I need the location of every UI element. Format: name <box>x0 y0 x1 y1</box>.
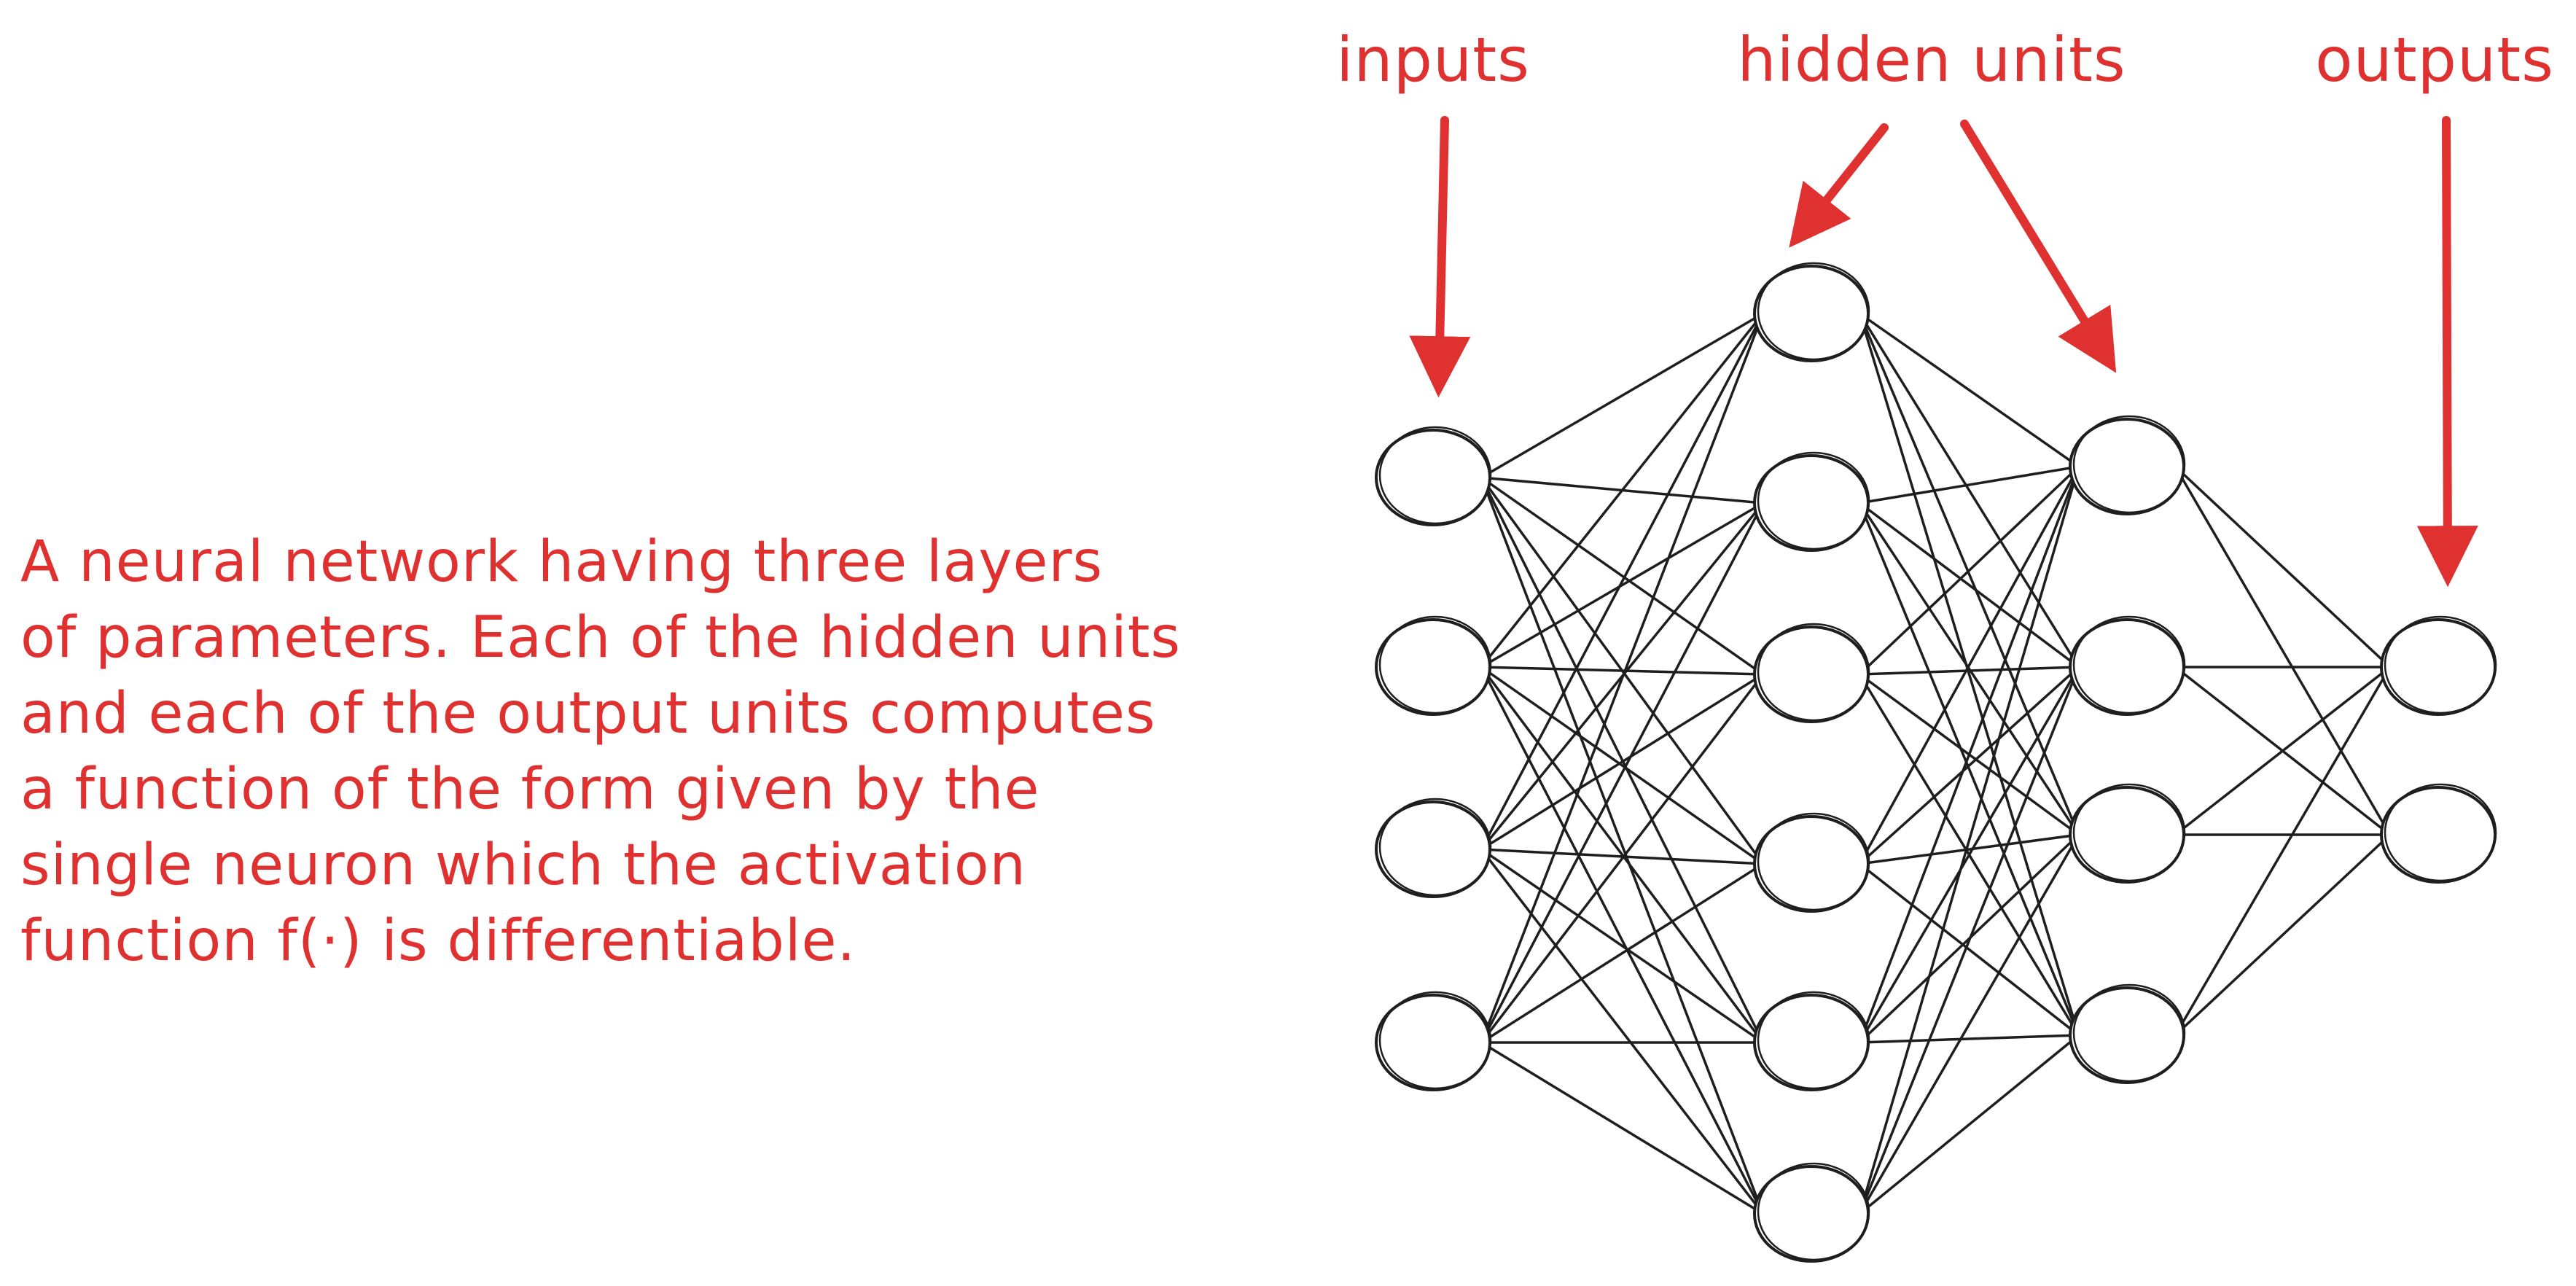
label-hidden-units: hidden units <box>1737 24 2126 96</box>
hidden-neuron-1-6 <box>1753 1162 1870 1263</box>
hidden-neuron-2-2 <box>2069 615 2186 716</box>
edge-l1-n0-to-n2 <box>1858 313 2080 835</box>
description-line-2: of parameters. Each of the hidden units <box>20 605 1182 671</box>
edge-l0-n2-to-n4 <box>1480 848 1764 1044</box>
edge-l0-n3-to-n5 <box>1480 1041 1764 1215</box>
edge-l0-n0-to-n2 <box>1480 476 1764 676</box>
edge-l2-n3-to-n0 <box>2174 666 2392 1036</box>
hidden-neuron-1-4 <box>1753 812 1870 913</box>
input-neuron-0-2 <box>1375 615 1492 716</box>
edge-l1-n4-to-n0 <box>1858 466 2080 1043</box>
edge-l1-n1-to-n2 <box>1858 502 2080 835</box>
edge-l1-n0-to-n0 <box>1859 312 2080 468</box>
edge-l1-n3-to-n2 <box>1859 833 2079 865</box>
edge-l1-n4-to-n3 <box>1859 1034 2079 1044</box>
edge-l1-n4-to-n1 <box>1858 666 2080 1043</box>
edge-l0-n2-to-n0 <box>1480 313 1765 850</box>
input-neuron-0-1 <box>1375 426 1492 526</box>
edge-l2-n0-to-n0 <box>2174 465 2391 669</box>
edge-l0-n1-to-n5 <box>1480 666 1765 1215</box>
hidden-neuron-2-3 <box>2069 783 2186 884</box>
edge-l0-n0-to-n5 <box>1480 477 1765 1215</box>
output-neuron-3-1 <box>2380 615 2497 716</box>
edge-l1-n2-to-n1 <box>1859 666 2079 676</box>
edge-l1-n3-to-n1 <box>1859 666 2080 865</box>
edge-l1-n2-to-n0 <box>1859 465 2080 676</box>
edge-l1-n1-to-n3 <box>1858 502 2080 1036</box>
hidden-neuron-1-2 <box>1753 451 1870 552</box>
edge-l1-n5-to-n1 <box>1858 666 2080 1215</box>
hidden-neuron-1-3 <box>1753 623 1870 723</box>
description-line-4: a function of the form given by the <box>20 757 1040 822</box>
label-outputs: outputs <box>2315 24 2554 96</box>
hidden-neuron-1-1 <box>1753 262 1870 362</box>
edge-l1-n0-to-n3 <box>1858 313 2080 1036</box>
edge-l1-n5-to-n0 <box>1858 466 2080 1215</box>
hidden-units-arrow-right <box>1960 120 2117 373</box>
edge-l0-n1-to-n3 <box>1480 666 1764 865</box>
neuron-nodes <box>1375 262 2497 1263</box>
edge-l1-n3-to-n0 <box>1858 466 2080 865</box>
edge-l1-n1-to-n1 <box>1859 502 2080 669</box>
hidden-neuron-2-4 <box>2069 983 2186 1084</box>
edge-l1-n0-to-n1 <box>1858 313 2080 668</box>
output-neuron-3-2 <box>2380 783 2497 884</box>
edge-l1-n3-to-n3 <box>1859 862 2080 1037</box>
hidden-units-arrow-left <box>1789 123 1889 248</box>
edge-l0-n3-to-n0 <box>1480 313 1765 1043</box>
edge-l0-n2-to-n5 <box>1480 848 1765 1215</box>
label-inputs: inputs <box>1336 24 1530 96</box>
edge-l2-n0-to-n1 <box>2174 466 2392 835</box>
input-neuron-0-3 <box>1375 798 1492 898</box>
edge-l2-n3-to-n1 <box>2174 833 2391 1037</box>
description-line-5: single neuron which the activation <box>20 833 1026 898</box>
connection-edges <box>1480 312 2392 1215</box>
description-line-3: and each of the output units computes <box>20 681 1156 747</box>
edge-l0-n0-to-n0 <box>1480 312 1764 479</box>
edge-l0-n3-to-n3 <box>1480 862 1764 1044</box>
edge-l1-n5-to-n3 <box>1859 1034 2080 1215</box>
edge-l0-n1-to-n1 <box>1480 502 1764 669</box>
hidden-neuron-1-5 <box>1753 991 1870 1091</box>
edge-l2-n2-to-n0 <box>2174 666 2391 836</box>
outputs-arrow <box>2416 116 2478 588</box>
edge-l1-n1-to-n0 <box>1859 465 2079 504</box>
edge-l0-n0-to-n4 <box>1480 477 1765 1043</box>
edge-l0-n1-to-n2 <box>1481 666 1763 676</box>
edge-l0-n1-to-n4 <box>1480 666 1765 1044</box>
edge-l0-n1-to-n0 <box>1480 312 1765 669</box>
annotation-arrows <box>1409 116 2478 588</box>
inputs-arrow <box>1409 116 1471 398</box>
edge-l0-n3-to-n2 <box>1480 673 1765 1044</box>
edge-l1-n5-to-n2 <box>1858 834 2080 1215</box>
edge-l0-n3-to-n1 <box>1480 502 1765 1043</box>
edge-l0-n2-to-n2 <box>1480 673 1764 851</box>
description-line-1: A neural network having three layers <box>20 529 1104 595</box>
input-neuron-0-4 <box>1375 991 1492 1091</box>
description-line-6: function f(·) is differentiable. <box>20 908 856 974</box>
hidden-neuron-2-1 <box>2069 415 2186 515</box>
